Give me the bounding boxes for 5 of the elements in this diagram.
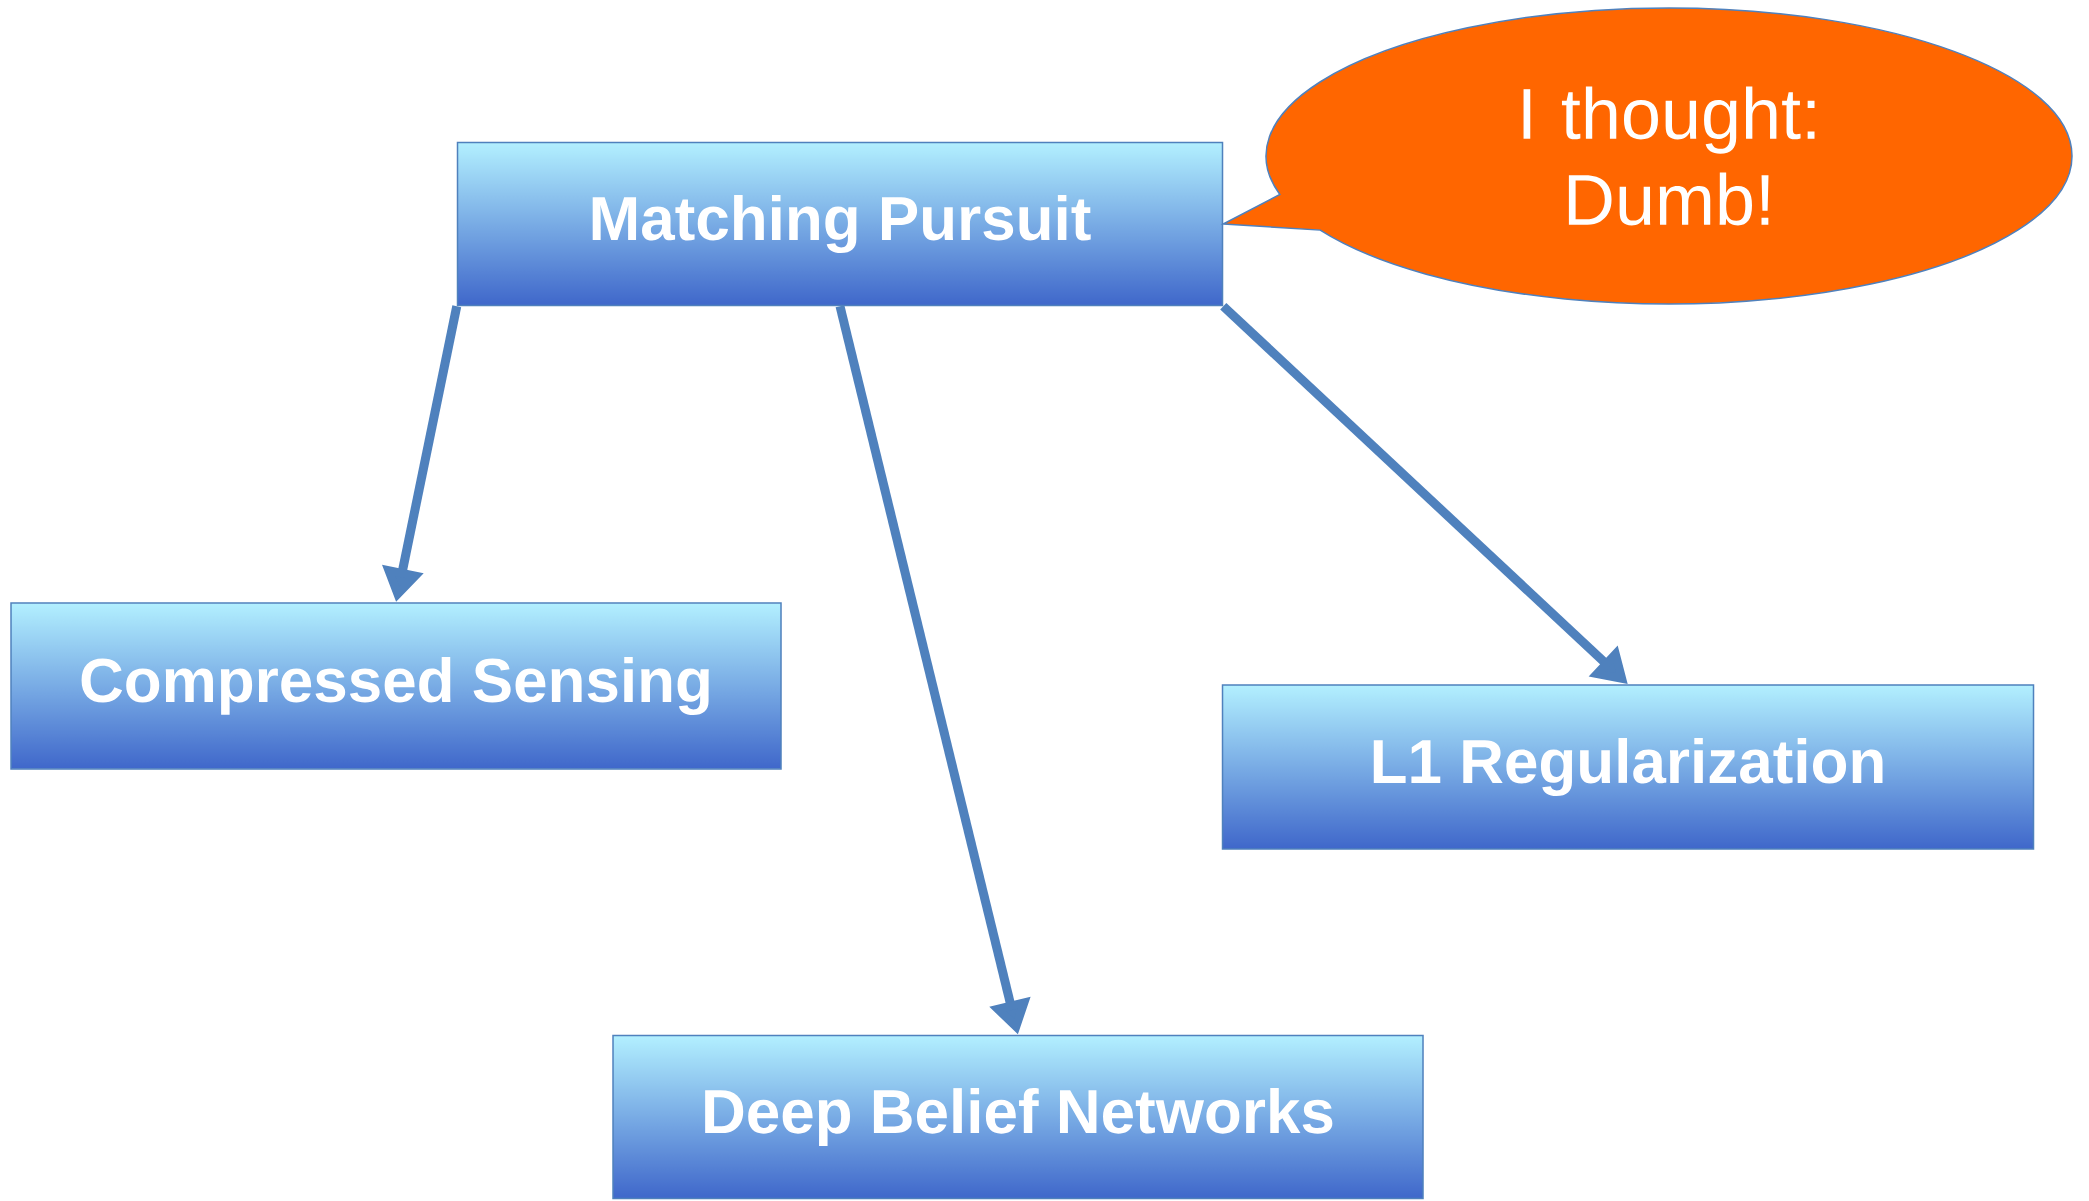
process-box: L1 Regularization bbox=[1221, 684, 2035, 850]
process-box: Deep Belief Networks bbox=[612, 1034, 1424, 1200]
process-box: Matching Pursuit bbox=[456, 141, 1224, 307]
process-box: Compressed Sensing bbox=[10, 602, 782, 770]
speech-bubble: I thought: Dumb! bbox=[1222, 7, 2073, 305]
